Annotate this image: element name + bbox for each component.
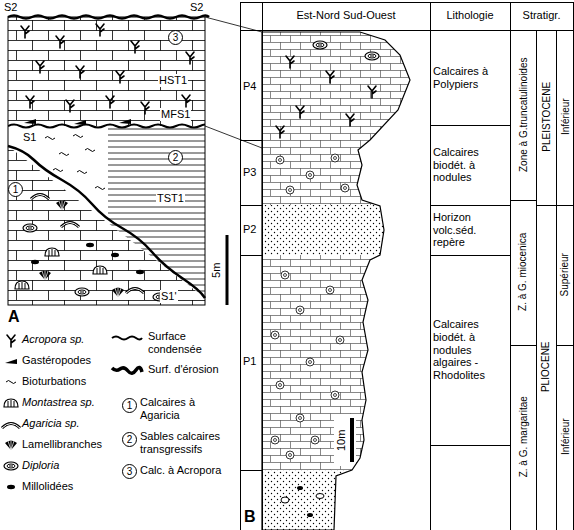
column-header: Lithologie (430, 9, 510, 22)
legend-label: Lamellibranches (22, 438, 102, 451)
legend-label: Bioturbations (22, 375, 86, 388)
section-label: S2 (4, 1, 17, 14)
unit-label: P3 (243, 166, 256, 179)
callout-number: 3 (168, 30, 183, 45)
surface-label: MFS1 (160, 108, 191, 121)
surface-label: S1' (160, 290, 178, 303)
legend-label: Diploria (22, 459, 59, 472)
legend-label: Calcaires à Agaricia (140, 396, 212, 421)
table-cell: Calcaires biodét. à nodules (433, 146, 509, 184)
unit-label: P4 (243, 80, 256, 93)
callout-number: 2 (168, 150, 183, 165)
legend-label: Surf. d'érosion (148, 363, 219, 376)
table-cell: Calcaires à Polypiers (433, 65, 509, 90)
legend-label: Sables calcaires transgressifs (140, 430, 234, 455)
sequence-label: TST1 (156, 192, 185, 205)
callout-number: 2 (122, 432, 137, 447)
panel-letter: A (8, 308, 20, 326)
table-cell: Supérieur (559, 210, 571, 340)
legend-label: Surface condensée (148, 330, 228, 355)
table-cell: Z. à G. miocenica (517, 202, 529, 342)
sequence-label: HST1 (158, 74, 188, 87)
table-cell: Inférieur (559, 350, 571, 525)
table-cell: PLIOCENE (540, 292, 552, 442)
scale-label: 5m (210, 255, 223, 285)
callout-number: 1 (8, 182, 23, 197)
callout-number: 3 (122, 464, 137, 479)
table-cell: Z. à G. margaritae (517, 350, 529, 525)
table-cell: Calcaires biodét. à nodules algaires - R… (433, 318, 509, 381)
callout-number: 1 (122, 398, 137, 413)
legend-label: Montastrea sp. (22, 396, 95, 409)
scale-label: 10m (335, 419, 348, 461)
unit-label: P1 (243, 355, 256, 368)
unit-label: P2 (243, 223, 256, 236)
table-cell: PLEISTOCENE (540, 35, 552, 200)
table-cell: Horizon volc.séd. repère (433, 211, 509, 249)
table-cell: Inférieur (559, 35, 571, 200)
legend-label: Calc. à Acropora (140, 464, 221, 477)
column-header: Stratigr. (510, 9, 573, 22)
legend-label: Millolidées (22, 480, 73, 493)
legend-label: Agaricia sp. (22, 417, 79, 430)
section-label: S2 (190, 1, 203, 14)
surface-label: S1 (22, 131, 37, 144)
legend-label: Acropora sp. (22, 333, 84, 346)
column-header: Est-Nord Sud-Ouest (262, 9, 430, 22)
legend-label: Gastéropodes (22, 354, 91, 367)
table-cell: Zone à G.truncatulinoides (517, 33, 529, 198)
panel-letter: B (244, 508, 256, 526)
